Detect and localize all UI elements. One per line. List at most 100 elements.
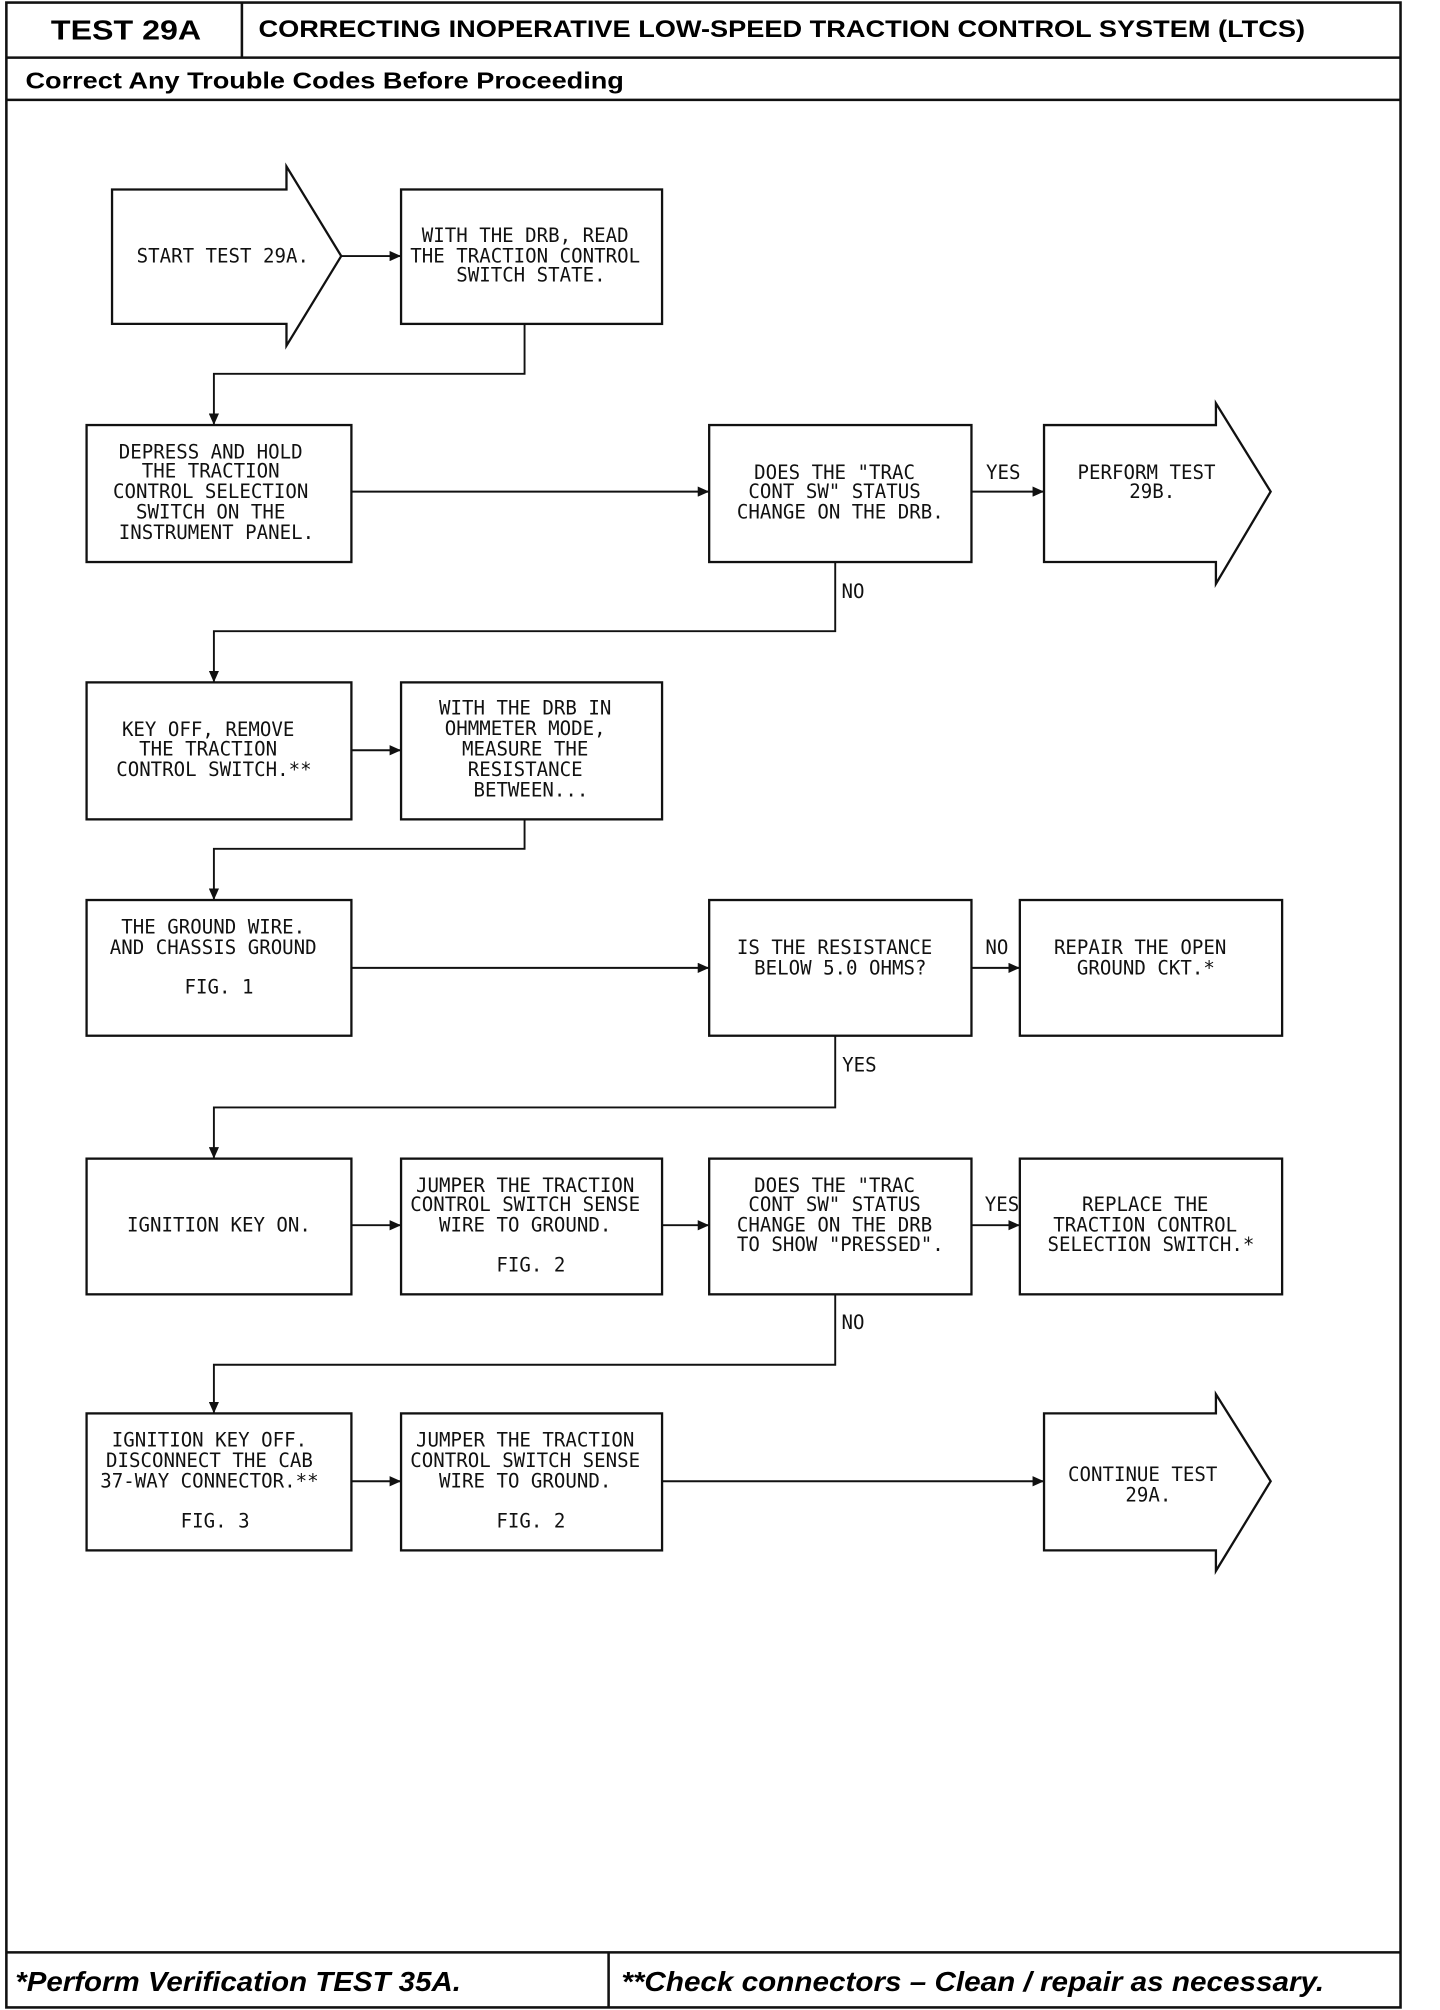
step-line: TO SHOW "PRESSED". [737,1233,944,1256]
step-line: 29B. [1129,480,1175,503]
step-line: CONTROL SWITCH SENSE [410,1449,640,1472]
step-text: WITH THE DRB, READ THE TRACTION CONTROL … [410,224,651,287]
step-line: CHANGE ON THE DRB. [737,500,944,523]
step-line: THE GROUND WIRE. [121,915,305,938]
step-line: DEPRESS AND HOLD [119,440,303,463]
step-box [85,898,353,1037]
step-box [399,188,664,326]
header: TEST 29A CORRECTING INOPERATIVE LOW-SPEE… [25,15,1305,94]
step-line: SWITCH STATE. [456,264,605,287]
branch-label-no: NO [842,1311,865,1334]
step-line: THE TRACTION CONTROL [410,244,640,267]
figure-reference: FIG. 3 [181,1509,250,1532]
step-text: DEPRESS AND HOLD THE TRACTION CONTROL SE… [113,440,320,544]
step-text: CONTINUE TEST 29A. [1068,1463,1229,1507]
step-ohmmeter: WITH THE DRB IN OHMMETER MODE, MEASURE T… [399,681,664,821]
step-text: PERFORM TEST 29B. [1078,461,1227,503]
step-line: DISCONNECT THE CAB [106,1449,313,1472]
test-id: TEST 29A [51,15,201,46]
step-ignition-on: IGNITION KEY ON. [85,1157,353,1296]
step-ignition-off: IGNITION KEY OFF. DISCONNECT THE CAB 37-… [85,1412,353,1552]
branch-label-yes: YES [986,461,1020,484]
branch-labels: YES NO NO YES YES NO [842,461,1021,1334]
step-line: TRACTION CONTROL [1053,1214,1237,1237]
step-box [399,681,664,821]
decision-pressed-check: DOES THE "TRAC CONT SW" STATUS CHANGE ON… [708,1157,973,1296]
step-text: JUMPER THE TRACTION CONTROL SWITCH SENSE… [410,1174,651,1276]
decision-box [708,898,973,1037]
step-line: IGNITION KEY OFF. [112,1429,307,1452]
step-box [85,423,353,564]
step-text: IS THE RESISTANCE BELOW 5.0 OHMS? [737,936,944,980]
connector-status-no [208,562,837,683]
step-depress-hold: DEPRESS AND HOLD THE TRACTION CONTROL SE… [85,423,353,564]
step-line: WITH THE DRB, READ [422,224,629,247]
step-line: CONTROL SWITCH.** [116,758,311,781]
connector-ohmmeter-to-ground [208,819,526,901]
outer-border [5,1,1402,2009]
step-line: WIRE TO GROUND. [439,1214,611,1237]
step-line: START TEST 29A. [137,244,309,267]
step-text: THE GROUND WIRE. AND CHASSIS GROUND FIG.… [110,915,328,998]
step-box [1018,898,1284,1037]
start-arrow-shape [110,162,343,350]
step-line: MEASURE THE [462,737,588,760]
branch-label-yes: YES [842,1054,876,1077]
footer-note-verification: *Perform Verification TEST 35A. [15,1966,461,1997]
step-line: CHANGE ON THE DRB [737,1214,932,1237]
step-box [85,1157,353,1296]
step-line: REPLACE THE [1082,1193,1208,1216]
step-key-off-remove: KEY OFF, REMOVE THE TRACTION CONTROL SWI… [85,681,353,821]
step-line: BETWEEN... [473,778,588,801]
step-box [85,681,353,821]
step-line: IS THE RESISTANCE [737,936,932,959]
step-line: AND CHASSIS GROUND [110,936,317,959]
branch-label-yes: YES [985,1193,1019,1216]
decision-status-change: DOES THE "TRAC CONT SW" STATUS CHANGE ON… [708,423,973,564]
step-line: CONTINUE TEST [1068,1463,1218,1486]
page-frame [5,1,1402,2009]
step-line: THE TRACTION [139,737,277,760]
step-line: INSTRUMENT PANEL. [119,521,314,544]
branch-label-no: NO [985,936,1008,959]
step-repair-ground: REPAIR THE OPEN GROUND CKT.* [1018,898,1284,1037]
step-box [399,1412,664,1552]
step-start: START TEST 29A. [110,162,343,350]
step-line: SWITCH ON THE [136,500,285,523]
step-line: 29A. [1125,1484,1171,1507]
figure-reference: FIG. 1 [185,975,254,998]
step-text: JUMPER THE TRACTION CONTROL SWITCH SENSE… [410,1429,651,1533]
step-line: DOES THE "TRAC [754,1174,915,1197]
step-line: CONT SW" STATUS [748,480,920,503]
step-line: BELOW 5.0 OHMS? [754,956,926,979]
footer-note-connectors: **Check connectors – Clean / repair as n… [621,1966,1324,1997]
step-text: KEY OFF, REMOVE THE TRACTION CONTROL SWI… [116,718,311,781]
step-text: REPAIR THE OPEN GROUND CKT.* [1054,936,1238,980]
step-line: RESISTANCE [468,758,583,781]
step-line: CONTROL SELECTION [113,480,308,503]
goto-arrow-shape [1042,1390,1273,1575]
figure-reference: FIG. 2 [496,1253,565,1276]
step-line: CONT SW" STATUS [748,1193,920,1216]
connectors [208,250,1045,1487]
step-text: REPLACE THE TRACTION CONTROL SELECTION S… [1048,1193,1255,1256]
branch-label-no: NO [842,580,865,603]
step-read-state: WITH THE DRB, READ THE TRACTION CONTROL … [399,188,664,326]
step-ground-wire: THE GROUND WIRE. AND CHASSIS GROUND FIG.… [85,898,353,1037]
step-text: DOES THE "TRAC CONT SW" STATUS CHANGE ON… [737,1174,944,1256]
connector-resistance-yes [208,1035,837,1159]
decision-resistance-check: IS THE RESISTANCE BELOW 5.0 OHMS? [708,898,973,1037]
goto-arrow-shape [1042,399,1273,588]
step-box [1018,1157,1284,1296]
step-text: WITH THE DRB IN OHMMETER MODE, MEASURE T… [439,696,623,801]
decision-box [708,423,973,564]
page-title: CORRECTING INOPERATIVE LOW-SPEED TRACTIO… [258,16,1305,43]
step-box [399,1157,664,1296]
page-subtitle: Correct Any Trouble Codes Before Proceed… [25,67,623,93]
step-line: GROUND CKT.* [1077,956,1215,979]
figure-reference: FIG. 2 [496,1509,565,1532]
step-line: PERFORM TEST [1078,461,1216,484]
step-line: JUMPER THE TRACTION [416,1174,634,1197]
step-line: KEY OFF, REMOVE [122,718,294,741]
step-line: REPAIR THE OPEN [1054,936,1226,959]
